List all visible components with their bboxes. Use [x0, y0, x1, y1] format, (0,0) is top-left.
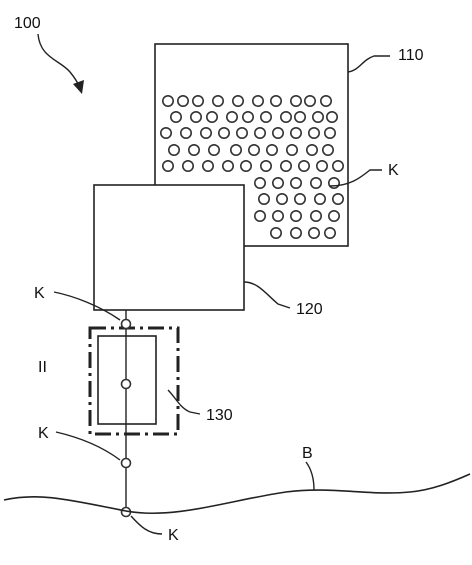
storage-particle: [309, 210, 322, 223]
storage-particle: [319, 95, 332, 108]
storage-particle: [236, 127, 249, 140]
storage-particle: [321, 144, 334, 157]
figure-number-label: 100: [14, 15, 41, 32]
storage-particle: [269, 95, 282, 108]
storage-particle: [222, 160, 235, 173]
storage-particle: [190, 111, 203, 124]
storage-particle: [254, 177, 267, 190]
storage-particle: [182, 160, 195, 173]
storage-particle: [226, 111, 239, 124]
dosing-unit-label: 130: [206, 407, 233, 424]
storage-particle: [325, 111, 338, 124]
storage-particle: [254, 127, 267, 140]
dosing-unit-dashdot-frame: [88, 326, 180, 436]
storage-particle: [202, 160, 215, 173]
storage-particle: [192, 95, 205, 108]
intermediate-container: [93, 184, 245, 311]
storage-particle: [313, 193, 326, 206]
storage-container-leader: [347, 55, 390, 73]
storage-particle: [252, 95, 265, 108]
storage-particle: [309, 177, 322, 190]
figure-number-arrowhead: [73, 80, 84, 94]
storage-particle: [293, 193, 306, 206]
storage-particle: [323, 227, 336, 240]
storage-particle: [259, 160, 272, 173]
storage-container-label: 110: [398, 47, 424, 64]
storage-particle: [232, 95, 245, 108]
storage-particle: [289, 95, 302, 108]
storage-particle: [230, 144, 243, 157]
storage-particle: [206, 111, 219, 124]
storage-particle: [311, 111, 324, 124]
outlet-particle-leader: [53, 291, 121, 321]
particle-group: [160, 95, 344, 240]
storage-particle: [315, 160, 328, 173]
outlet-particle-label: K: [34, 285, 45, 302]
storage-particle: [248, 144, 261, 157]
storage-particle: [180, 127, 193, 140]
storage-particle: [307, 227, 320, 240]
storage-particle: [271, 210, 284, 223]
storage-particle: [293, 111, 306, 124]
storage-particle: [289, 177, 302, 190]
storage-particle: [200, 127, 213, 140]
storage-particle: [168, 144, 181, 157]
falling-particle-label: K: [38, 425, 49, 442]
storage-particle: [218, 127, 231, 140]
storage-particle: [265, 144, 278, 157]
storage-particle: [162, 95, 175, 108]
storage-particle: [271, 177, 284, 190]
storage-particle: [327, 210, 340, 223]
detail-marker-label: II: [38, 359, 47, 376]
storage-particle: [254, 210, 267, 223]
storage-particle: [269, 227, 282, 240]
surface-particle-leader: [130, 515, 163, 535]
intermediate-container-leader: [243, 281, 291, 309]
storage-particle: [240, 160, 253, 173]
storage-particle-label: K: [388, 162, 399, 179]
storage-particle: [242, 111, 255, 124]
storage-particle: [208, 144, 221, 157]
storage-particle: [279, 160, 292, 173]
storage-particle: [285, 144, 298, 157]
surface-label: B: [302, 445, 313, 462]
storage-particle: [303, 95, 316, 108]
surface-line: [3, 473, 471, 515]
intermediate-container-label: 120: [296, 301, 323, 318]
storage-particle: [289, 227, 302, 240]
storage-particle: [188, 144, 201, 157]
storage-particle: [323, 127, 336, 140]
storage-particle: [212, 95, 225, 108]
falling-particle: [120, 457, 132, 469]
storage-particle-leader: [329, 169, 382, 187]
storage-particle: [177, 95, 190, 108]
dosing-unit-leader: [167, 389, 201, 415]
storage-particle: [289, 210, 302, 223]
storage-particle: [307, 127, 320, 140]
storage-particle: [160, 127, 173, 140]
storage-particle: [162, 160, 175, 173]
storage-particle: [271, 127, 284, 140]
storage-particle: [275, 193, 288, 206]
storage-particle: [331, 193, 344, 206]
storage-particle: [331, 160, 344, 173]
figure-number-arrow: [37, 33, 81, 89]
storage-particle: [170, 111, 183, 124]
falling-particle-leader: [55, 431, 121, 461]
storage-particle: [297, 160, 310, 173]
surface-leader: [305, 461, 315, 491]
surface-particle-label: K: [168, 527, 179, 544]
outlet-particle: [120, 318, 132, 330]
storage-particle: [305, 144, 318, 157]
storage-particle: [279, 111, 292, 124]
storage-particle: [289, 127, 302, 140]
dosing-unit: [97, 335, 157, 425]
storage-particle: [257, 193, 270, 206]
dosing-particle: [120, 378, 132, 390]
storage-particle: [259, 111, 272, 124]
